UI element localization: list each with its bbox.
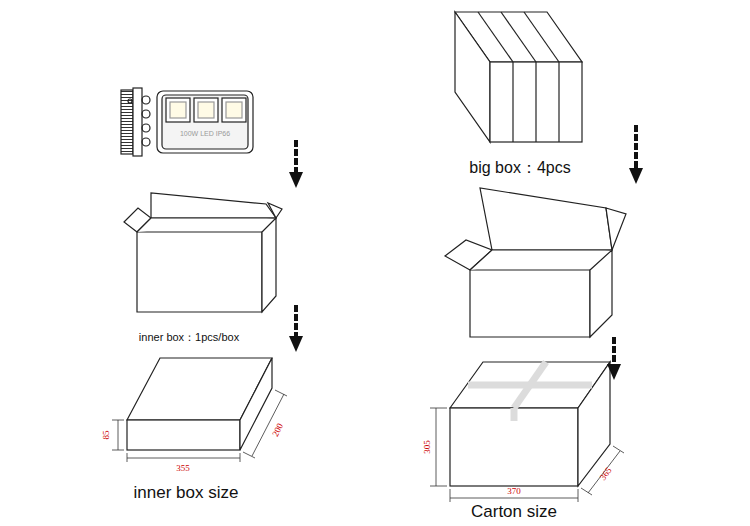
open-carton xyxy=(470,270,590,337)
floodlight-front xyxy=(226,102,242,118)
floodlight-side xyxy=(121,88,150,156)
flow-arrow xyxy=(634,125,638,170)
dimension-value: 355 xyxy=(176,464,190,473)
open-inner-box xyxy=(151,193,276,218)
dimension-line xyxy=(450,498,578,499)
tape xyxy=(514,362,546,408)
big-box-4pcs xyxy=(455,12,490,142)
step-caption: big box：4pcs xyxy=(469,160,570,176)
dimension-line xyxy=(436,408,437,486)
flow-arrow xyxy=(294,305,298,338)
open-carton xyxy=(445,188,626,337)
dimension-line xyxy=(112,390,287,462)
big-box-4pcs xyxy=(535,62,536,142)
open-carton xyxy=(590,250,612,337)
open-carton xyxy=(606,208,626,250)
step-caption: inner box：1pcs/box xyxy=(139,331,239,343)
dimension-value: 355 xyxy=(176,463,190,473)
floodlight-side xyxy=(142,124,150,132)
big-box-4pcs xyxy=(501,12,536,62)
flow-arrow xyxy=(612,337,616,366)
tape xyxy=(468,362,592,421)
floodlight-side xyxy=(142,138,150,146)
step-caption: inner box：1pcs/box xyxy=(139,332,239,343)
dimension-line xyxy=(430,486,447,487)
dimension-line xyxy=(118,420,119,450)
open-inner-box xyxy=(262,218,276,312)
dimension-value: 305 xyxy=(422,440,432,454)
step-caption: big box：4pcs xyxy=(469,159,570,176)
dimension-line xyxy=(450,489,451,502)
dimension-line xyxy=(275,390,287,396)
arrow-head xyxy=(289,172,303,188)
floodlight-front xyxy=(157,91,253,153)
dimension-line xyxy=(127,458,240,459)
floodlight-side xyxy=(133,88,142,156)
dimension-line xyxy=(581,488,592,495)
big-box-4pcs xyxy=(478,12,513,62)
open-inner-box xyxy=(137,218,276,232)
dimension-value: 200 xyxy=(270,421,285,438)
arrow-head xyxy=(289,168,643,380)
floodlight-front xyxy=(166,98,190,122)
illustration xyxy=(112,12,643,502)
figure-caption: inner box size xyxy=(134,483,239,502)
dimension-value: 200 xyxy=(271,422,285,438)
panel-marking: 100W LED IP66 xyxy=(180,130,230,137)
big-box-4pcs xyxy=(490,62,582,142)
dimension-value: 305 xyxy=(423,440,432,454)
closed-inner-box xyxy=(240,358,272,450)
floodlight-front xyxy=(162,95,248,149)
dimension-value: 85 xyxy=(102,431,111,440)
open-inner-box xyxy=(268,203,282,218)
dimension-line xyxy=(430,408,447,409)
arrow-head xyxy=(289,336,303,352)
dimension-line xyxy=(588,451,620,493)
dimension-line xyxy=(578,489,579,502)
arrow-head xyxy=(629,168,643,184)
dimension-value: 365 xyxy=(598,466,613,482)
floodlight-side xyxy=(142,110,150,118)
floodlight-front xyxy=(198,102,214,118)
flow-arrow xyxy=(296,125,636,366)
floodlight-front xyxy=(194,98,218,122)
open-inner-box xyxy=(137,232,262,312)
closed-inner-box xyxy=(127,358,272,450)
figure-caption: Carton size xyxy=(471,502,557,521)
open-carton xyxy=(470,250,612,270)
floodlight-front xyxy=(170,102,186,118)
big-box-4pcs xyxy=(558,62,559,142)
tape xyxy=(511,408,518,421)
panel-marking: 100W LED IP66 xyxy=(180,130,230,137)
floodlight-side xyxy=(142,96,150,104)
floodlight-side xyxy=(121,90,133,154)
dimension-value: 365 xyxy=(598,465,614,482)
big-box-4pcs xyxy=(524,12,559,62)
dimension-value: 85 xyxy=(101,431,111,440)
floodlight-front xyxy=(157,91,253,153)
figure-caption: inner box size xyxy=(134,484,239,501)
dimension-value: 370 xyxy=(507,486,521,496)
flow-arrow xyxy=(294,140,298,174)
closed-inner-box xyxy=(127,420,240,450)
dimension-line xyxy=(240,453,241,462)
taped-carton xyxy=(450,362,610,486)
open-inner-box xyxy=(124,193,282,312)
arrow-head xyxy=(607,364,621,380)
dimension-line xyxy=(127,453,128,462)
dimension-line xyxy=(430,408,624,502)
floodlight-front xyxy=(222,98,246,122)
dimension-line xyxy=(613,446,624,453)
dimension-value: 370 xyxy=(507,487,521,496)
big-box-4pcs xyxy=(512,62,513,142)
taped-carton xyxy=(450,408,578,486)
figure-caption: Carton size xyxy=(471,503,557,520)
floodlight-side xyxy=(128,99,132,103)
big-box-4pcs xyxy=(455,12,582,142)
open-carton xyxy=(480,188,612,250)
